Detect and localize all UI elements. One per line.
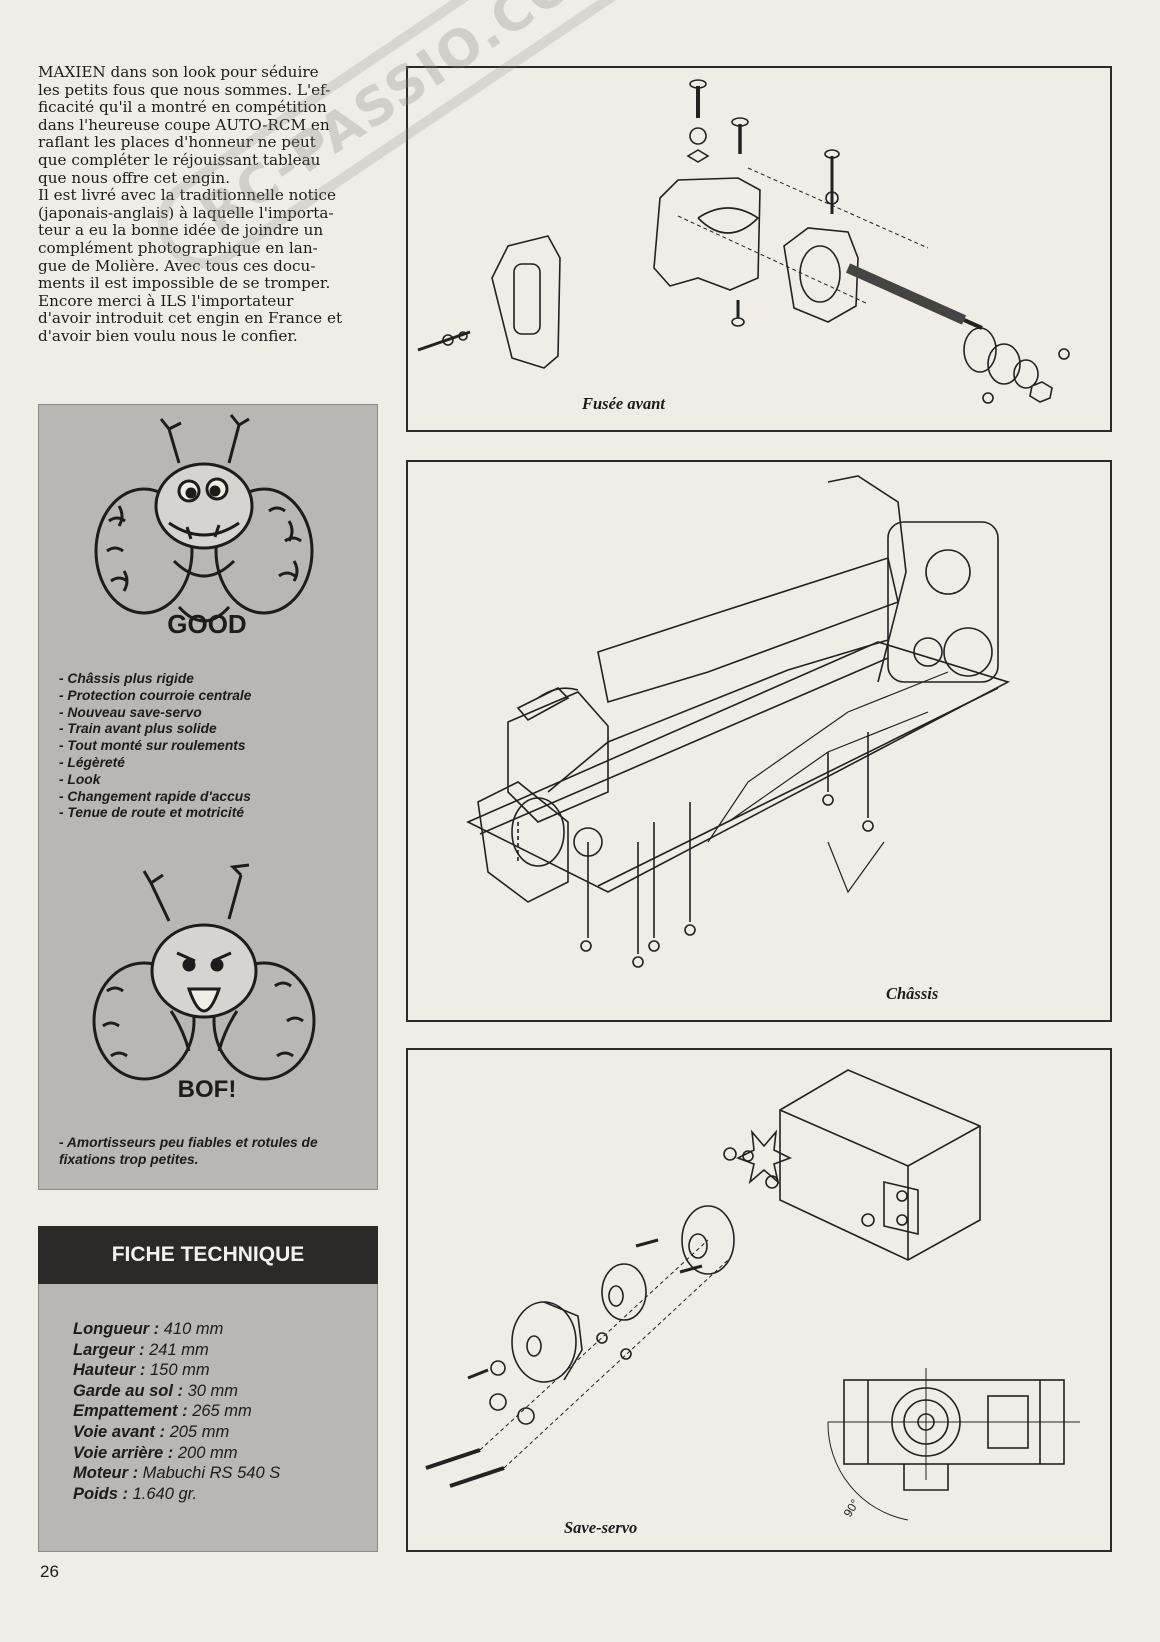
spec-label: Voie arrière : [73, 1443, 174, 1462]
article-line: d'avoir bien voulu nous le confier. [38, 326, 298, 345]
spec-row: Longueur : 410 mm [73, 1319, 280, 1340]
figure-fusee-avant: Fusée avant [406, 66, 1112, 432]
spec-value: 265 mm [187, 1402, 252, 1421]
pros-list: - Châssis plus rigide - Protection courr… [59, 671, 364, 822]
spec-row: Garde au sol : 30 mm [73, 1381, 280, 1402]
article-line: Il est livré avec la traditionnelle noti… [38, 186, 337, 205]
page-number: 26 [40, 1562, 59, 1581]
article-text: MAXIEN dans son look pour séduire les pe… [38, 63, 378, 346]
article-line: d'avoir introduit cet engin en France et [38, 309, 343, 328]
figure-caption: Châssis [886, 984, 939, 1003]
article-line: (japonais-anglais) à laquelle l'importa- [38, 203, 334, 222]
spec-label: Empattement : [73, 1402, 188, 1421]
spec-value: 410 mm [159, 1320, 224, 1338]
list-item: - Look [59, 771, 101, 787]
good-creature-illustration: GOOD [94, 414, 314, 639]
bof-creature-illustration: BOF! [92, 863, 316, 1103]
spec-value: 205 mm [165, 1422, 230, 1441]
list-item: - Châssis plus rigide [59, 671, 194, 686]
list-item: - Légèreté [59, 754, 125, 770]
spec-label: Longueur : [73, 1320, 160, 1338]
list-item: fixations trop petites. [59, 1151, 199, 1167]
spec-sheet-title: FICHE TECHNIQUE [38, 1226, 378, 1284]
article-line: raflant les places d'honneur ne peut [38, 133, 316, 152]
spec-label: Voie avant : [73, 1422, 165, 1441]
spec-row: Voie avant : 205 mm [73, 1422, 280, 1443]
spec-list: Longueur : 410 mm Largeur : 241 mm Haute… [73, 1319, 280, 1504]
pros-cons-panel: GOOD - Châssis plus rigide - Protection … [38, 404, 378, 1190]
fusee-exploded-drawing [417, 79, 1070, 404]
spec-label: Poids : [73, 1484, 129, 1503]
article-line: que compléter le réjouissant tableau [38, 150, 321, 169]
list-item: - Tenue de route et motricité [59, 805, 245, 821]
spec-row: Voie arrière : 200 mm [73, 1443, 280, 1464]
spec-value: 1.640 gr. [128, 1484, 198, 1503]
spec-sheet-panel: FICHE TECHNIQUE Longueur : 410 mm Largeu… [38, 1226, 378, 1552]
article-line: les petits fous que nous sommes. L'ef- [38, 80, 331, 99]
spec-row: Moteur : Mabuchi RS 540 S [73, 1463, 280, 1484]
spec-row: Hauteur : 150 mm [73, 1360, 280, 1381]
article-line: dans l'heureuse coupe AUTO-RCM en [38, 115, 330, 134]
spec-value: Mabuchi RS 540 S [138, 1464, 281, 1483]
article-line: gue de Molière. Avec tous ces docu- [38, 256, 316, 275]
list-item: - Protection courroie centrale [59, 687, 252, 703]
figure-caption: Fusée avant [582, 394, 665, 413]
spec-row: Largeur : 241 mm [73, 1340, 280, 1361]
spec-label: Hauteur : [73, 1361, 146, 1380]
chassis-drawing [466, 475, 1011, 968]
spec-row: Poids : 1.640 gr. [73, 1484, 280, 1505]
save-servo-drawing: 90° [425, 1069, 1080, 1521]
list-item: - Tout monté sur roulements [59, 738, 246, 754]
list-item: - Train avant plus solide [59, 721, 217, 737]
article-line: que nous offre cet engin. [38, 168, 231, 187]
angle-label: 90° [841, 1497, 863, 1520]
list-item: - Amortisseurs peu fiables et rotules de [59, 1135, 318, 1150]
figure-caption: Save-servo [564, 1518, 638, 1537]
bof-label: BOF! [178, 1076, 237, 1103]
cons-list: - Amortisseurs peu fiables et rotules de… [59, 1135, 364, 1169]
spec-value: 30 mm [183, 1381, 239, 1400]
article-line: Encore merci à ILS l'importateur [38, 291, 294, 310]
article-line: teur a eu la bonne idée de joindre un [38, 221, 324, 240]
spec-label: Moteur : [73, 1464, 139, 1483]
spec-value: 200 mm [173, 1443, 238, 1462]
spec-value: 150 mm [145, 1361, 210, 1380]
good-label: GOOD [167, 609, 246, 639]
figure-save-servo: 90° Save-servo [406, 1048, 1112, 1552]
article-line: ments il est impossible de se tromper. [38, 274, 331, 293]
spec-label: Largeur : [73, 1340, 145, 1359]
spec-row: Empattement : 265 mm [73, 1401, 280, 1422]
list-item: - Changement rapide d'accus [59, 788, 251, 804]
spec-label: Garde au sol : [73, 1381, 184, 1400]
list-item: - Nouveau save-servo [59, 704, 202, 720]
spec-value: 241 mm [144, 1340, 209, 1359]
article-column: MAXIEN dans son look pour séduire les pe… [38, 63, 378, 346]
article-line: ficacité qu'il a montré en compétition [38, 98, 327, 117]
figure-chassis: Châssis [406, 460, 1112, 1022]
article-line: complément photographique en lan- [38, 238, 318, 257]
article-line: MAXIEN dans son look pour séduire [38, 63, 319, 81]
